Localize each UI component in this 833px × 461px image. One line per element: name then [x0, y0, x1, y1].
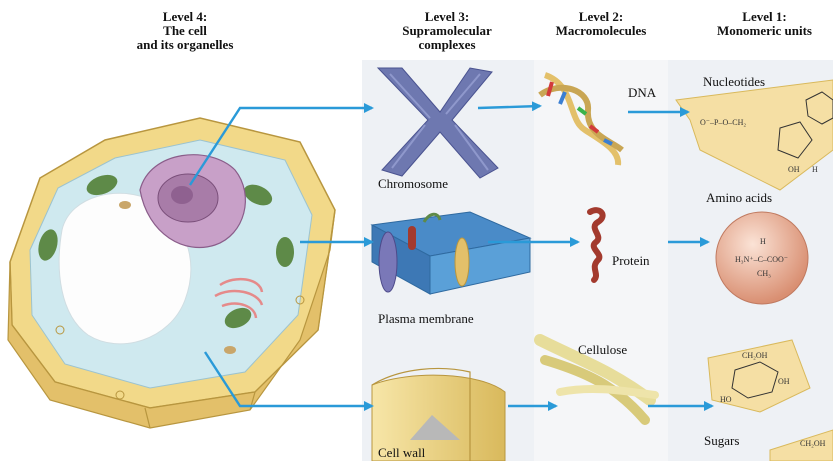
dna-helix-illustration: [540, 75, 622, 165]
level4-subtitle-2: and its organelles: [95, 38, 275, 52]
label-chromosome: Chromosome: [378, 176, 448, 192]
level3-subtitle-2: complexes: [372, 38, 522, 52]
level4-title: Level 4:: [95, 10, 275, 24]
arrow-chromosome-to-dna: [478, 106, 540, 108]
label-protein: Protein: [612, 253, 650, 269]
level4-subtitle: The cell: [95, 24, 275, 38]
level3-subtitle: Supramolecular: [372, 24, 522, 38]
level1-subtitle: Monomeric units: [696, 24, 833, 38]
label-sugars: Sugars: [704, 433, 739, 449]
level1-header: Level 1: Monomeric units: [696, 10, 833, 38]
label-nucleotides: Nucleotides: [703, 74, 765, 90]
chromosome-illustration: [378, 68, 498, 178]
svg-text:H: H: [760, 237, 766, 246]
protein-illustration: [590, 210, 603, 280]
svg-text:HO: HO: [720, 395, 732, 404]
level2-subtitle: Macromolecules: [536, 24, 666, 38]
cell-illustration: [8, 118, 335, 428]
label-dna: DNA: [628, 85, 656, 101]
label-cell-wall: Cell wall: [378, 445, 425, 461]
level2-header: Level 2: Macromolecules: [536, 10, 666, 38]
svg-text:OH: OH: [788, 165, 800, 174]
nucleotide-structure: O⁻–P–O–CH₂ OH H: [676, 80, 833, 190]
level1-title: Level 1:: [696, 10, 833, 24]
svg-text:CH₂OH: CH₂OH: [800, 439, 826, 448]
svg-text:H: H: [812, 165, 818, 174]
svg-text:H₃N⁺–C–COO⁻: H₃N⁺–C–COO⁻: [735, 255, 788, 264]
level4-header: Level 4: The cell and its organelles: [95, 10, 275, 52]
svg-text:CH₂OH: CH₂OH: [742, 351, 768, 360]
svg-text:OH: OH: [778, 377, 790, 386]
svg-text:O⁻–P–O–CH₂: O⁻–P–O–CH₂: [700, 118, 746, 127]
level3-title: Level 3:: [372, 10, 522, 24]
label-amino-acids: Amino acids: [706, 190, 772, 206]
label-plasma-membrane: Plasma membrane: [378, 311, 474, 327]
label-cellulose: Cellulose: [578, 342, 627, 358]
level3-header: Level 3: Supramolecular complexes: [372, 10, 522, 52]
svg-text:CH₃: CH₃: [757, 269, 771, 278]
membrane-illustration: [372, 212, 530, 294]
level2-title: Level 2:: [536, 10, 666, 24]
amino-acid-structure: H₃N⁺–C–COO⁻ H CH₃: [716, 212, 808, 304]
